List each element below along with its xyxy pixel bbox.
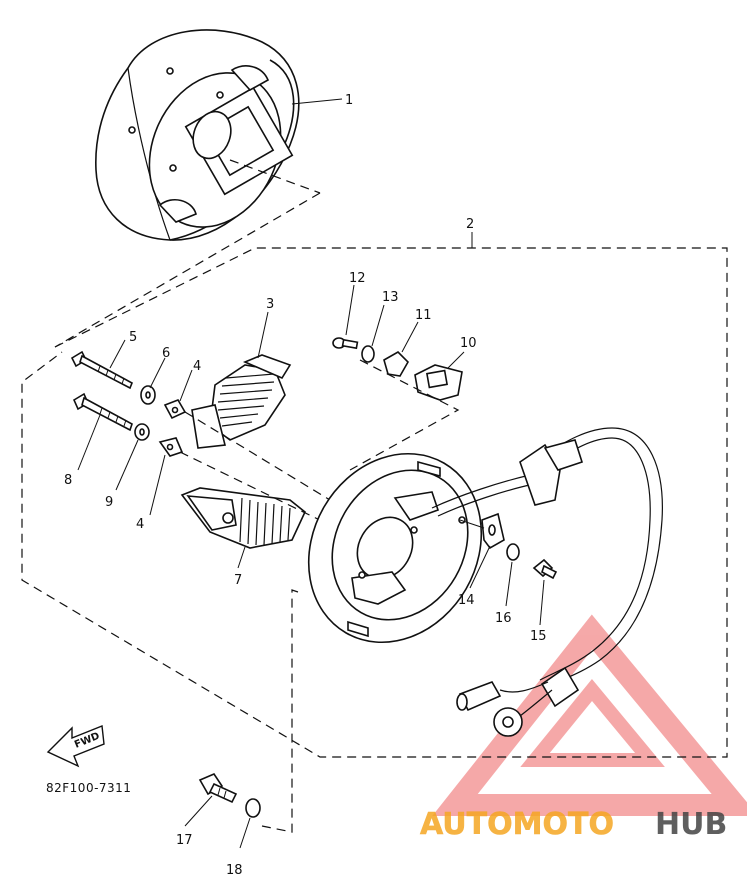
watermark-text-dark: HUB bbox=[655, 807, 727, 842]
watermark-logo bbox=[432, 614, 747, 816]
part-label-14: 14 bbox=[458, 593, 475, 608]
part-label-12: 12 bbox=[349, 271, 366, 286]
part-label-13: 13 bbox=[382, 290, 399, 305]
washer-18 bbox=[245, 798, 261, 818]
part-label-1: 1 bbox=[345, 93, 353, 108]
fastener-set-left bbox=[70, 339, 331, 526]
drawing-code: 82F100-7311 bbox=[46, 781, 131, 795]
pickup-parts bbox=[332, 284, 465, 471]
part-label-15: 15 bbox=[530, 629, 547, 644]
washer-16 bbox=[506, 543, 520, 561]
part-label-9: 9 bbox=[105, 495, 113, 510]
watermark-triangle-icon bbox=[432, 614, 747, 816]
assembly-outline bbox=[21, 159, 728, 758]
washer-13 bbox=[361, 345, 375, 363]
part-label-4-lower: 4 bbox=[136, 517, 144, 532]
stator-hardware bbox=[459, 512, 558, 626]
wire-harness bbox=[431, 427, 663, 737]
part-label-17: 17 bbox=[176, 833, 193, 848]
clip-11 bbox=[383, 351, 409, 377]
screw-8 bbox=[72, 392, 133, 432]
charging-coil bbox=[180, 487, 306, 569]
part-label-6: 6 bbox=[162, 346, 170, 361]
bolt-washer-bottom bbox=[184, 589, 299, 849]
screw-15 bbox=[532, 558, 558, 580]
screw-5 bbox=[70, 350, 134, 390]
part-label-2: 2 bbox=[466, 217, 474, 232]
part-number-labels: 1 2 3 4 4 5 6 7 8 9 10 11 12 13 14 15 16… bbox=[64, 93, 547, 878]
source-coil bbox=[191, 311, 292, 449]
bolt-17 bbox=[198, 773, 238, 804]
flywheel-rotor bbox=[95, 29, 343, 241]
part-label-4-upper: 4 bbox=[193, 359, 201, 374]
part-label-10: 10 bbox=[460, 336, 477, 351]
part-label-18: 18 bbox=[226, 863, 243, 878]
bolt-12 bbox=[332, 337, 359, 350]
stator-base-plate bbox=[307, 452, 483, 644]
part-label-5: 5 bbox=[129, 330, 137, 345]
part-label-7: 7 bbox=[234, 573, 242, 588]
part-label-8: 8 bbox=[64, 473, 72, 488]
forward-arrow-icon: FWD bbox=[46, 725, 105, 768]
watermark-text-orange: AUTOMOTO bbox=[420, 807, 614, 842]
part-label-3: 3 bbox=[266, 297, 274, 312]
part-label-11: 11 bbox=[415, 308, 432, 323]
watermark-text: AUTOMOTO HUB bbox=[420, 807, 728, 843]
part-label-16: 16 bbox=[495, 611, 512, 626]
